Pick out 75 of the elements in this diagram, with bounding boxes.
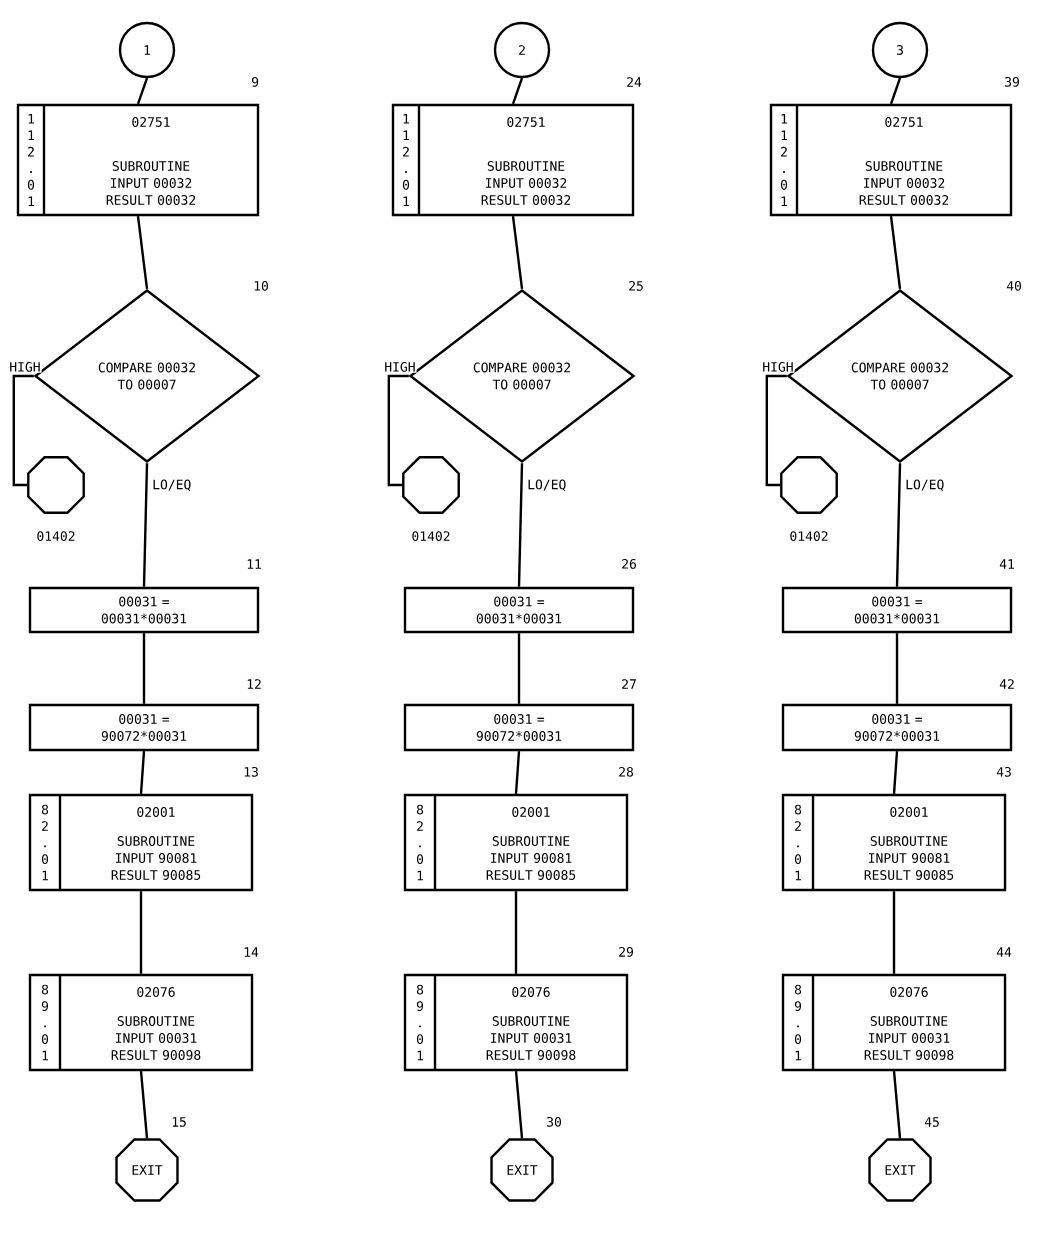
step-number: 01402 — [412, 531, 450, 542]
subroutine-box: 8 2 . 0 1 02001 SUBROUTINE INPUT 90081 RESULT 90085 — [28, 793, 254, 892]
connector-line — [895, 633, 899, 704]
connector-line — [139, 751, 146, 794]
process-box: 00031 = 00031*00031 — [781, 586, 1013, 634]
connector-line — [139, 1071, 149, 1139]
subroutine-box: 1 1 2 . 0 1 02751 SUBROUTINE INPUT 00032 RESULT 00032 — [16, 103, 260, 217]
subroutine-box: 8 9 . 0 1 02076 SUBROUTINE INPUT 00031 RESULT 90098 — [403, 973, 629, 1072]
connector-line — [889, 216, 902, 289]
connector-line — [139, 891, 143, 974]
subroutine-box: 8 9 . 0 1 02076 SUBROUTINE INPUT 00031 RESULT 90098 — [781, 973, 1007, 1072]
step-number: 25 — [629, 280, 643, 291]
terminal-octagon: EXIT — [868, 1138, 932, 1202]
edge-label: LO/EQ — [904, 478, 946, 492]
edge-label: HIGH — [761, 360, 795, 373]
step-number: 28 — [619, 767, 634, 777]
connector-octagon — [27, 456, 85, 514]
terminal-octagon: EXIT — [115, 1138, 179, 1202]
edge-label: LO/EQ — [526, 478, 568, 492]
step-number: 26 — [622, 559, 636, 569]
connector-line — [514, 891, 518, 974]
step-number: 45 — [924, 1117, 939, 1127]
step-number: 10 — [254, 280, 268, 291]
step-number: 27 — [622, 679, 636, 689]
connector-line — [517, 463, 524, 587]
connector-line — [511, 77, 524, 105]
step-number: 24 — [627, 77, 642, 87]
step-number: 01402 — [790, 531, 828, 542]
connector-octagon — [780, 456, 838, 514]
connector-line — [142, 633, 146, 704]
process-box: 00031 = 00031*00031 — [28, 586, 260, 634]
step-number: 12 — [247, 679, 261, 689]
connector-line — [765, 374, 787, 487]
edge-label: HIGH — [383, 360, 417, 373]
terminal-octagon: EXIT — [490, 1138, 554, 1202]
connector-line — [895, 463, 902, 587]
step-number: 01402 — [37, 531, 75, 542]
connector-line — [136, 216, 149, 289]
step-number: 29 — [619, 947, 633, 957]
connector-line — [514, 751, 521, 794]
connector-line — [142, 463, 149, 587]
subroutine-box: 8 2 . 0 1 02001 SUBROUTINE INPUT 90081 RESULT 90085 — [403, 793, 629, 892]
subroutine-box: 8 2 . 0 1 02001 SUBROUTINE INPUT 90081 RESULT 90085 — [781, 793, 1007, 892]
step-number: 11 — [247, 559, 261, 569]
connector-line — [892, 751, 899, 794]
step-number: 40 — [1006, 280, 1021, 291]
process-box: 00031 = 90072*00031 — [28, 703, 260, 752]
step-number: 41 — [999, 559, 1014, 569]
connector-line — [889, 77, 902, 105]
connector-line — [136, 77, 149, 105]
process-box: 00031 = 90072*00031 — [403, 703, 635, 752]
subroutine-box: 1 1 2 . 0 1 02751 SUBROUTINE INPUT 00032 RESULT 00032 — [391, 103, 635, 217]
step-number: 9 — [252, 76, 259, 87]
step-number: 39 — [1005, 76, 1019, 87]
step-number: 15 — [172, 1117, 186, 1127]
step-number: 30 — [547, 1117, 561, 1127]
step-number: 13 — [244, 767, 258, 777]
step-number: 43 — [996, 767, 1011, 777]
connector-line — [511, 216, 524, 289]
edge-label: HIGH — [8, 360, 42, 373]
connector-line — [517, 633, 521, 704]
subroutine-box: 8 9 . 0 1 02076 SUBROUTINE INPUT 00031 RESULT 90098 — [28, 973, 254, 1072]
step-number: 42 — [999, 679, 1014, 689]
connector-line — [892, 1071, 902, 1139]
step-number: 14 — [244, 947, 259, 957]
connector-line — [514, 1071, 524, 1139]
step-number: 44 — [996, 947, 1012, 957]
connector-octagon — [402, 456, 460, 514]
edge-label: LO/EQ — [151, 478, 193, 492]
process-box: 00031 = 00031*00031 — [403, 586, 635, 634]
connector-line — [12, 374, 34, 487]
process-box: 00031 = 90072*00031 — [781, 703, 1013, 752]
connector-line — [892, 891, 896, 974]
subroutine-box: 1 1 2 . 0 1 02751 SUBROUTINE INPUT 00032 RESULT 00032 — [769, 103, 1013, 217]
connector-line — [387, 374, 409, 487]
